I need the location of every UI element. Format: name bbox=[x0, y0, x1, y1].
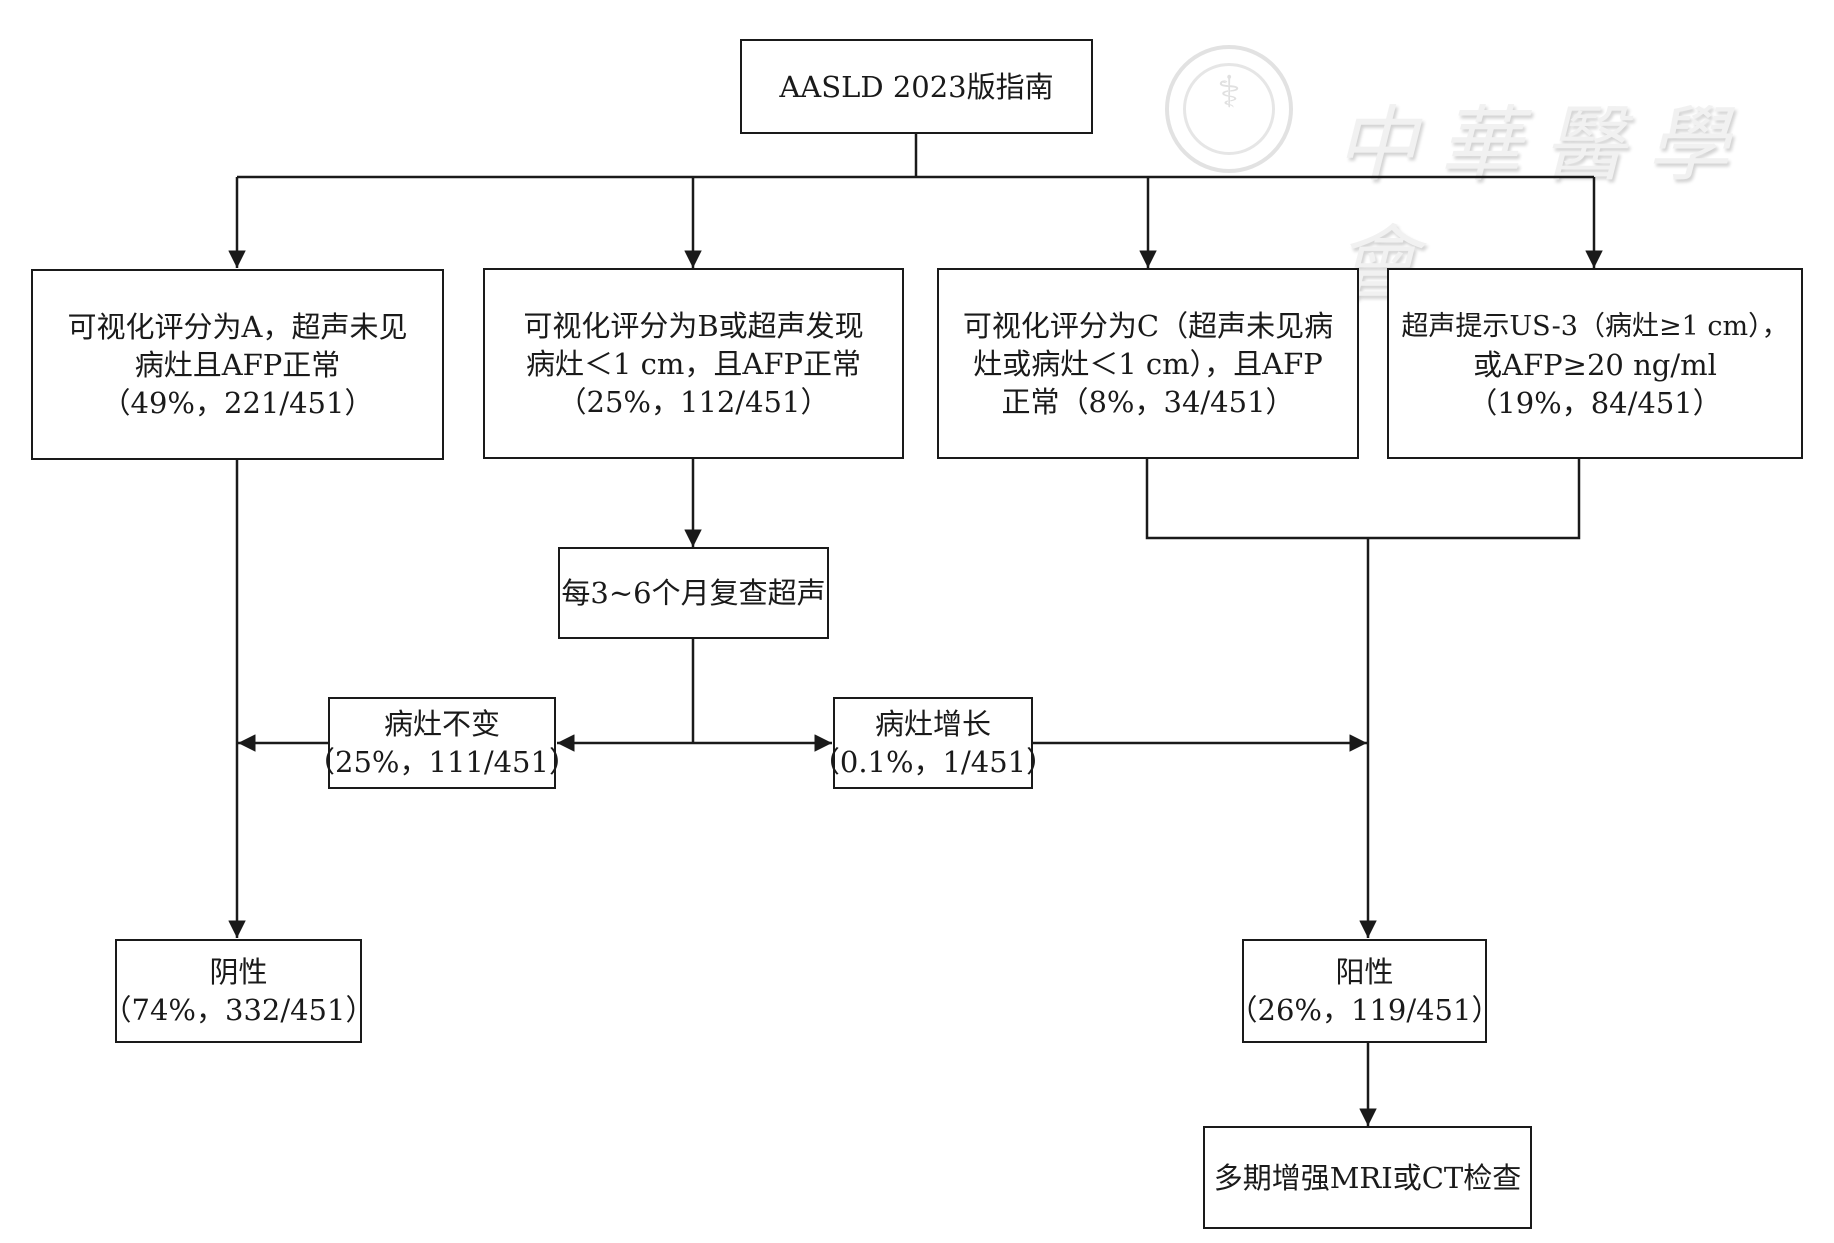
unchanged-line-1: 病灶不变 bbox=[383, 707, 500, 741]
connector-C-D-merge bbox=[1145, 458, 1581, 540]
category-B-line-1: 可视化评分为B或超声发现 bbox=[523, 308, 864, 343]
category-C-line-3: 正常（8%，34/451） bbox=[1001, 384, 1295, 419]
category-A-line-1: 可视化评分为A，超声未见 bbox=[67, 309, 408, 344]
mri-ct-followup-box: 多期增强MRI或CT检查 bbox=[1203, 1126, 1532, 1229]
negative-line-2: （74%，332/451） bbox=[102, 993, 375, 1027]
positive-line-1: 阳性 bbox=[1335, 955, 1394, 989]
category-D-line-2: 或AFP≥20 ng/ml bbox=[1473, 348, 1717, 382]
recheck-label: 每3~6个月复查超声 bbox=[561, 576, 826, 610]
growth-line-2: （0.1%，1/451） bbox=[810, 745, 1056, 779]
negative-line-1: 阴性 bbox=[209, 955, 268, 989]
category-C-box: 可视化评分为C（超声未见病 灶或病灶＜1 cm），且AFP 正常（8%，34/4… bbox=[937, 268, 1359, 459]
category-B-box: 可视化评分为B或超声发现 病灶＜1 cm，且AFP正常 （25%，112/451… bbox=[483, 268, 904, 459]
category-B-line-2: 病灶＜1 cm，且AFP正常 bbox=[526, 346, 861, 381]
category-B-line-3: （25%，112/451） bbox=[557, 384, 830, 419]
unchanged-line-2: （25%，111/451） bbox=[306, 745, 578, 779]
category-A-box: 可视化评分为A，超声未见 病灶且AFP正常 （49%，221/451） bbox=[31, 269, 444, 460]
recheck-ultrasound-box: 每3~6个月复查超声 bbox=[558, 547, 829, 639]
category-A-line-3: （49%，221/451） bbox=[101, 385, 374, 420]
positive-result-box: 阳性 （26%，119/451） bbox=[1229, 939, 1500, 1043]
category-C-line-1: 可视化评分为C（超声未见病 bbox=[962, 308, 1334, 343]
growth-line-1: 病灶增长 bbox=[874, 707, 991, 741]
category-C-line-2: 灶或病灶＜1 cm），且AFP bbox=[973, 346, 1323, 381]
category-D-line-1: 超声提示US-3（病灶≥1 cm）， bbox=[1401, 311, 1789, 342]
category-D-line-3: （19%，84/451） bbox=[1468, 386, 1722, 420]
category-D-box: 超声提示US-3（病灶≥1 cm）， 或AFP≥20 ng/ml （19%，84… bbox=[1387, 268, 1803, 459]
root-guideline-box: AASLD 2023版指南 bbox=[740, 39, 1093, 134]
followup-label: 多期增强MRI或CT检查 bbox=[1213, 1160, 1522, 1195]
category-A-line-2: 病灶且AFP正常 bbox=[134, 347, 341, 382]
lesion-unchanged-box: 病灶不变 （25%，111/451） bbox=[306, 697, 578, 789]
positive-line-2: （26%，119/451） bbox=[1228, 993, 1501, 1027]
root-label: AASLD 2023版指南 bbox=[779, 69, 1054, 104]
negative-result-box: 阴性 （74%，332/451） bbox=[103, 939, 374, 1043]
lesion-growth-box: 病灶增长 （0.1%，1/451） bbox=[811, 697, 1055, 789]
